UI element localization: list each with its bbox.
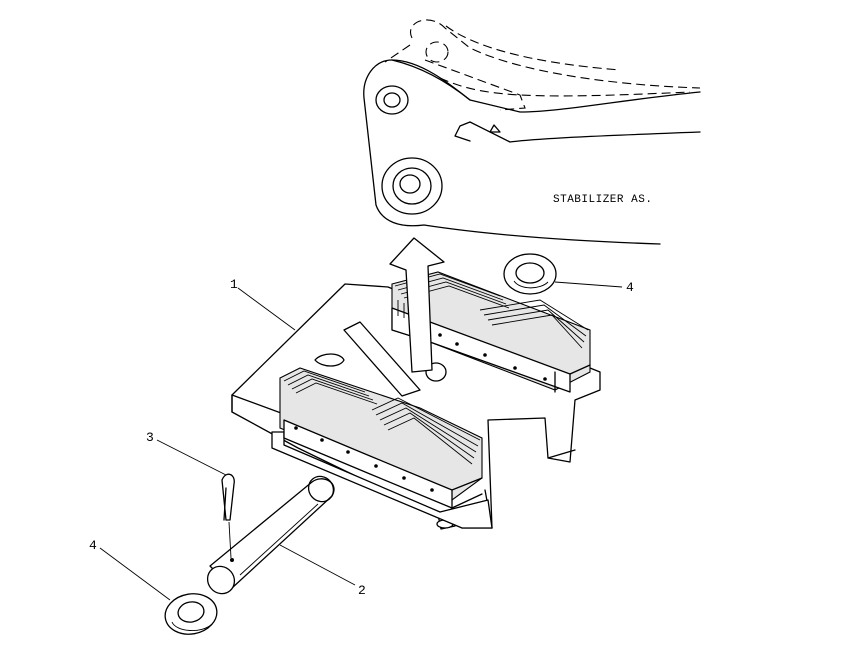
washer-left xyxy=(164,593,218,635)
stabilizer-assembly-label: STABILIZER AS. xyxy=(553,194,652,206)
callout-1: 1 xyxy=(230,277,238,292)
pin xyxy=(206,475,335,595)
cotter-pin xyxy=(221,473,235,521)
callout-4-right: 4 xyxy=(626,280,634,295)
callout-3: 3 xyxy=(146,430,154,445)
leader-4-right xyxy=(554,281,623,288)
washer-right xyxy=(503,253,557,295)
leader-2 xyxy=(279,544,356,586)
up-arrow xyxy=(389,237,445,373)
stabilizer-arm xyxy=(363,19,701,245)
leader-4-left xyxy=(99,547,171,601)
callout-4-left: 4 xyxy=(89,538,97,553)
cotter-pin-centerline xyxy=(228,521,232,559)
leader-3 xyxy=(156,439,227,476)
callout-2: 2 xyxy=(358,583,366,598)
leader-1 xyxy=(237,287,296,331)
front-pad xyxy=(271,367,493,529)
